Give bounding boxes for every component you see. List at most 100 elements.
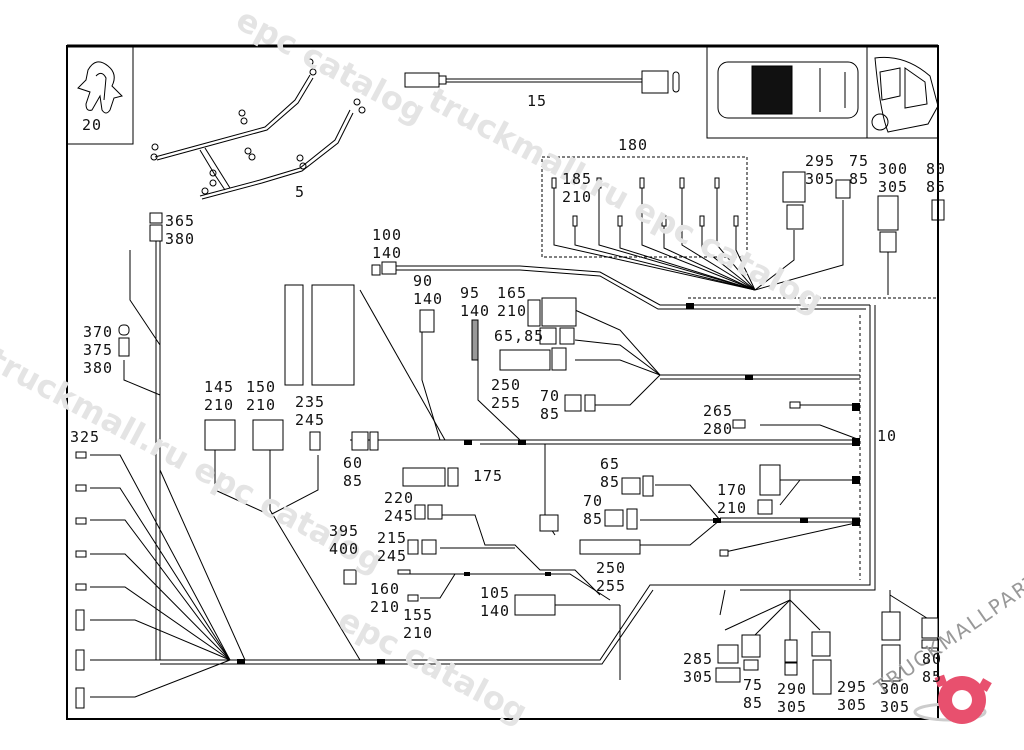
label-line: 140 [413, 290, 444, 308]
group-180-box [541, 156, 748, 258]
label-line: 300 [880, 680, 911, 698]
label-line: 285 [683, 650, 714, 668]
label-line: 210 [562, 188, 593, 206]
label-line: 100 [372, 226, 403, 244]
label-line: 70 [583, 492, 604, 510]
label-line: 165 [497, 284, 528, 302]
callout-5[interactable]: 5 [295, 183, 306, 201]
label-line: 60 [343, 454, 364, 472]
label-line: 210 [246, 396, 277, 414]
label-line: 160 [370, 580, 401, 598]
label-line: 75 [849, 152, 870, 170]
label-line: 265 [703, 402, 734, 420]
callout-10[interactable]: 10 [877, 427, 898, 445]
part-20-clip-inset[interactable] [66, 45, 134, 145]
part-15-cable[interactable] [404, 70, 680, 94]
car-rear-view-inset [866, 45, 939, 139]
label-line: 210 [403, 624, 434, 642]
label-line: 70 [540, 387, 561, 405]
callout-15[interactable]: 15 [527, 92, 548, 110]
label-line: 90 [413, 272, 434, 290]
label-line: 235 [295, 393, 326, 411]
splice-markers [237, 303, 860, 664]
label-line: 395 [329, 522, 360, 540]
callout-175[interactable]: 175 [473, 467, 504, 485]
connectors[interactable] [75, 212, 939, 709]
label-line: 245 [384, 507, 415, 525]
label-line: 255 [596, 577, 627, 595]
label-line: 245 [295, 411, 326, 429]
label-line: 210 [370, 598, 401, 616]
label-line: 80 [926, 160, 947, 178]
label-line: 300 [878, 160, 909, 178]
callout-325[interactable]: 325 [70, 428, 101, 446]
label-line: 400 [329, 540, 360, 558]
label-line: 305 [805, 170, 836, 188]
brand-logo-gear-icon [913, 674, 992, 724]
label-line: 210 [204, 396, 235, 414]
label-line: 210 [717, 499, 748, 517]
callout-180[interactable]: 180 [618, 136, 649, 154]
label-line: 370 [83, 323, 114, 341]
group-180-connectors[interactable] [551, 171, 945, 295]
label-line: 170 [717, 481, 748, 499]
label-line: 145 [204, 378, 235, 396]
label-line: 305 [683, 668, 714, 686]
label-line: 150 [246, 378, 277, 396]
label-line: 85 [849, 170, 870, 188]
label-line: 245 [377, 547, 408, 565]
label-line: 80 [922, 650, 943, 668]
label-line: 155 [403, 606, 434, 624]
part-5-harness[interactable] [150, 58, 366, 200]
label-line: 85 [540, 405, 561, 423]
label-line: 305 [777, 698, 808, 716]
label-line: 210 [497, 302, 528, 320]
harness-trunk [90, 240, 938, 698]
label-line: 95 [460, 284, 481, 302]
callout-20[interactable]: 20 [82, 116, 103, 134]
label-line: 85 [600, 473, 621, 491]
label-line: 140 [460, 302, 491, 320]
label-line: 280 [703, 420, 734, 438]
label-line: 85 [743, 694, 764, 712]
label-line: 290 [777, 680, 808, 698]
label-line: 250 [596, 559, 627, 577]
callout-65-85[interactable]: 65,85 [494, 327, 545, 345]
label-line: 85 [583, 510, 604, 528]
